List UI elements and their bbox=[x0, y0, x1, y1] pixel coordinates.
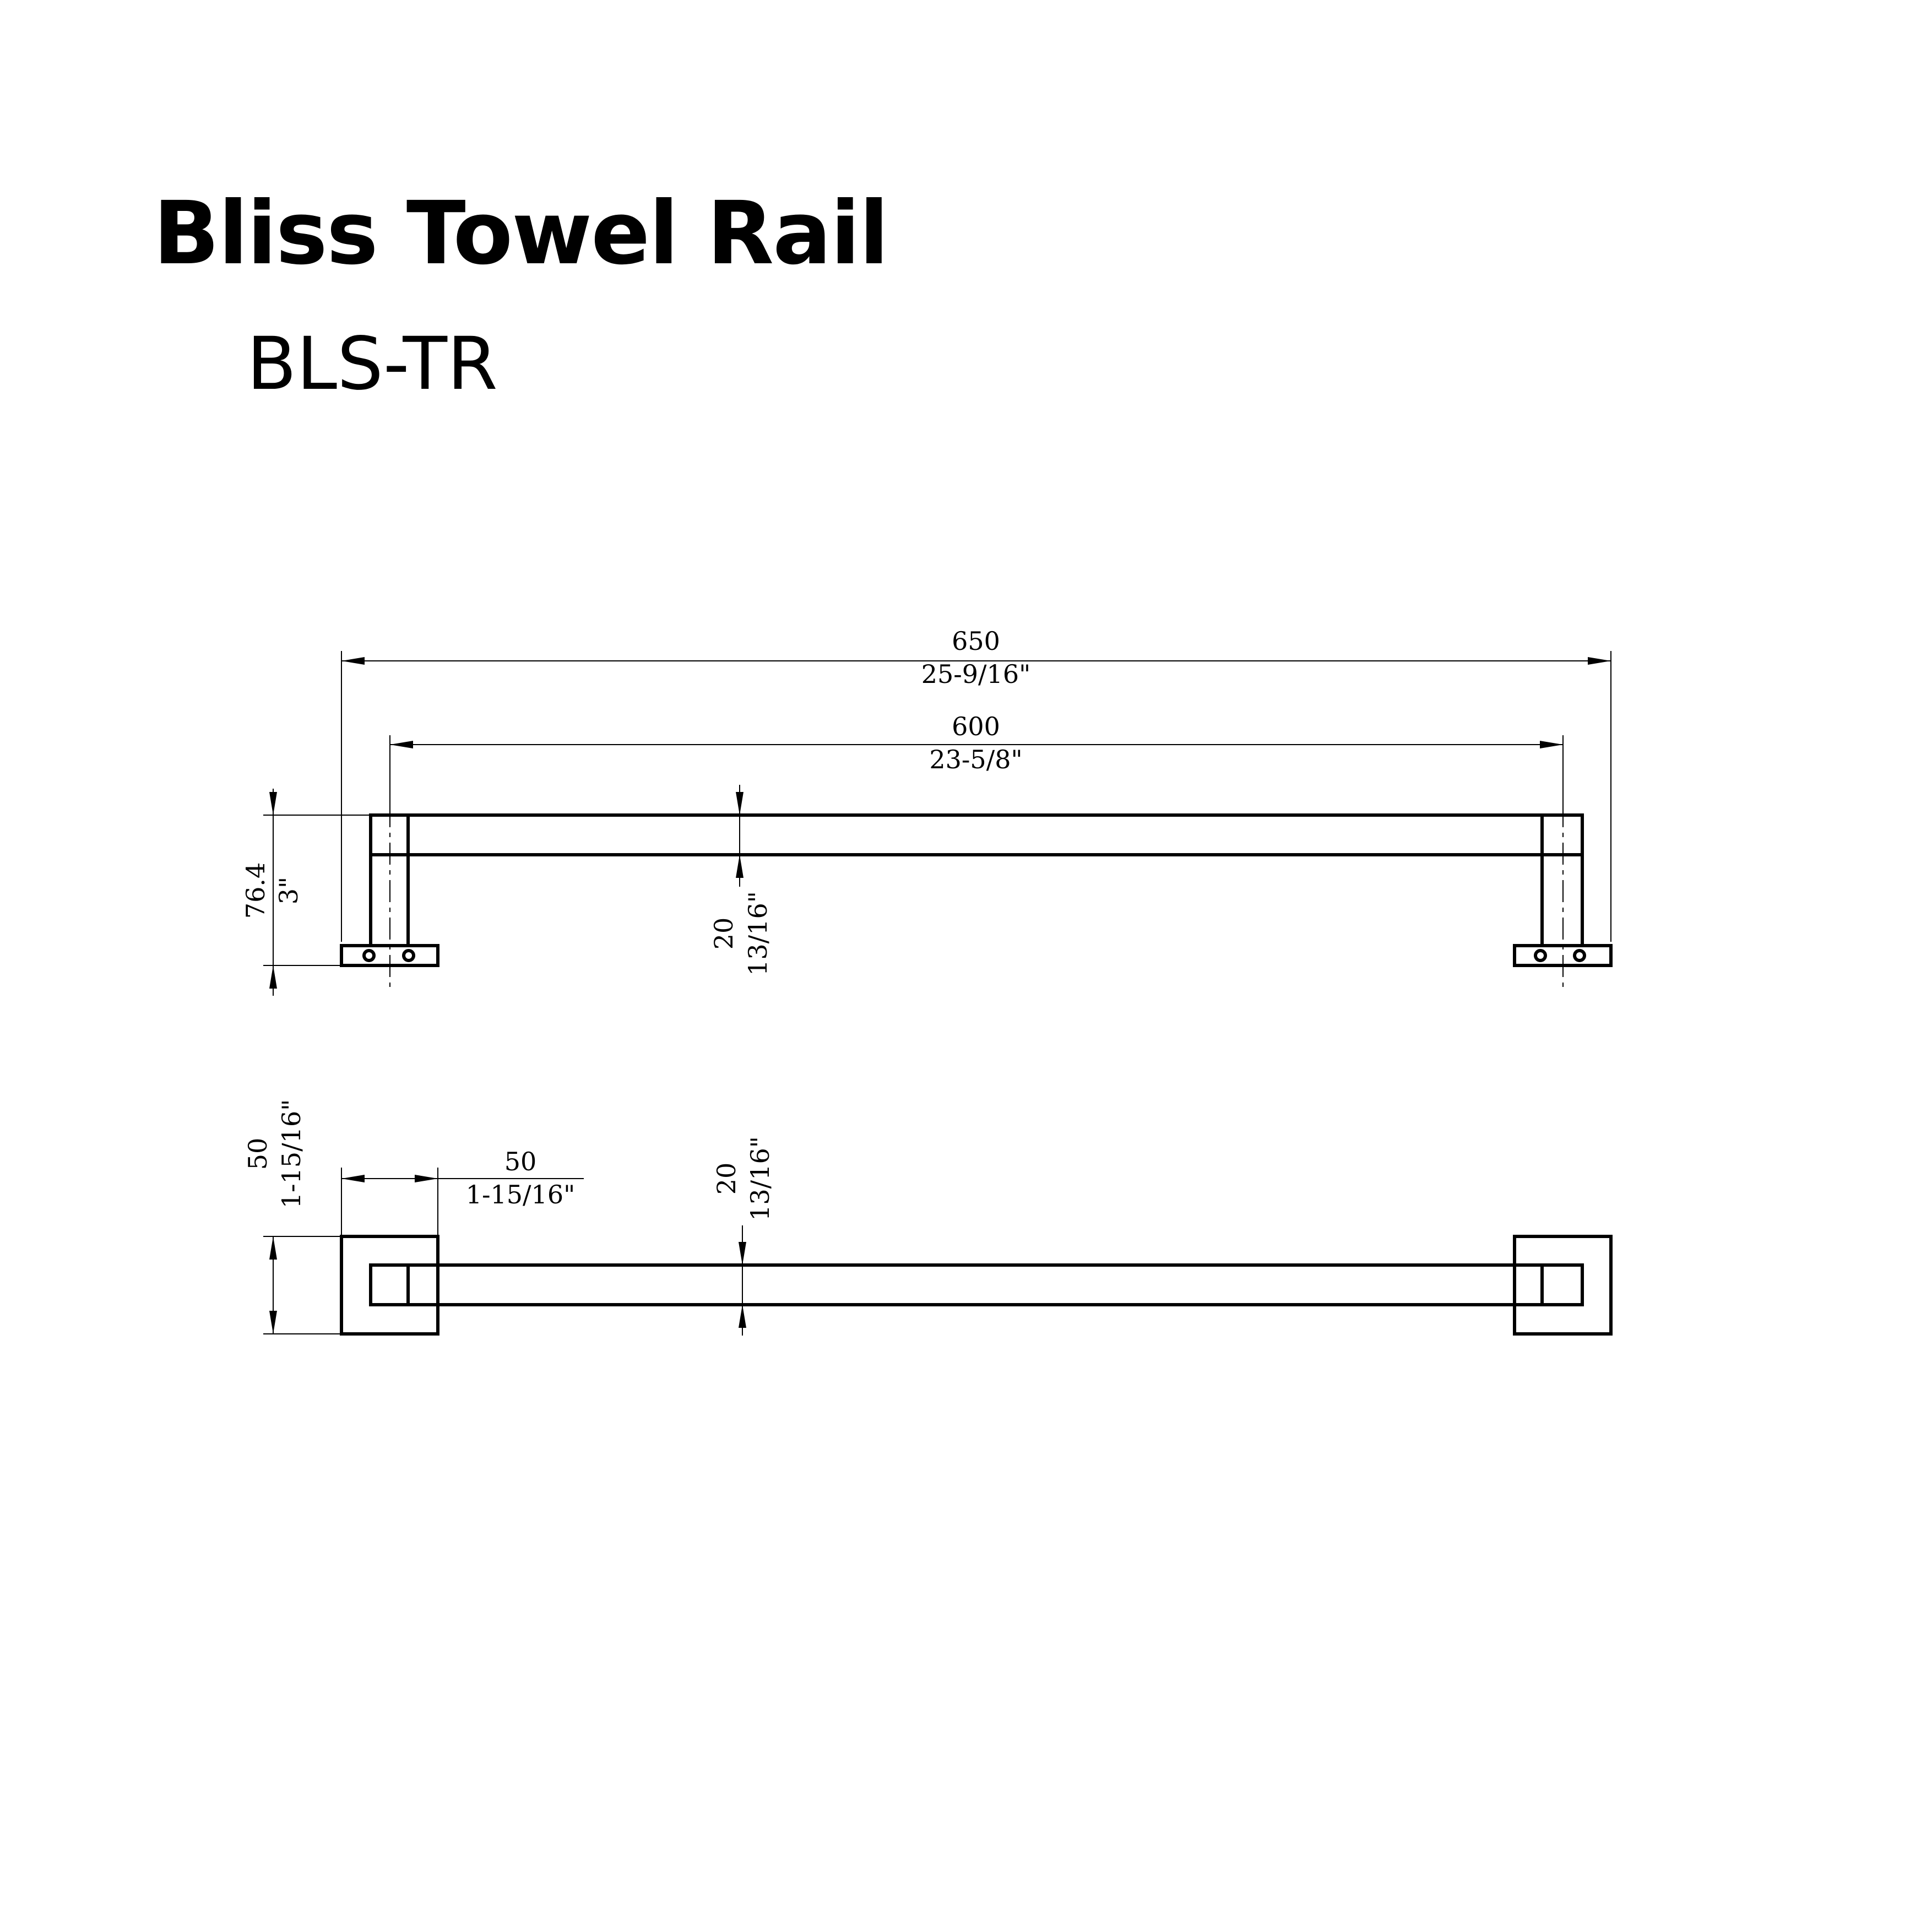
dim-projection: 76.4 3" bbox=[241, 789, 371, 996]
top-right-bracket bbox=[1513, 1235, 1613, 1336]
top-view bbox=[340, 1235, 1613, 1336]
top-left-bracket bbox=[340, 1235, 439, 1336]
dim-overall-width-mm: 650 bbox=[952, 626, 1000, 656]
dim-bracket-height-mm: 50 bbox=[243, 1138, 273, 1170]
top-bar bbox=[369, 1263, 1584, 1306]
front-left-screw-b bbox=[402, 949, 415, 962]
dim-front-bar-mm: 20 bbox=[709, 918, 739, 950]
dim-overall-width-in: 25-9/16" bbox=[921, 659, 1031, 689]
dim-bracket-height: 50 1-15/16" bbox=[243, 1099, 341, 1334]
front-bar bbox=[369, 813, 1584, 856]
dim-overall-width: 650 25-9/16" bbox=[341, 626, 1611, 942]
dim-projection-in: 3" bbox=[274, 877, 303, 904]
dim-front-bar-in: 13/16" bbox=[743, 891, 773, 976]
dim-front-bar: 20 13/16" bbox=[709, 785, 773, 976]
dim-bracket-height-in: 1-15/16" bbox=[276, 1099, 306, 1209]
model-code: BLS-TR bbox=[247, 322, 498, 406]
dim-centers-mm: 600 bbox=[952, 712, 1000, 741]
front-view bbox=[340, 805, 1613, 991]
dim-centers-in: 23-5/8" bbox=[929, 745, 1022, 774]
front-right-post bbox=[1540, 813, 1584, 947]
dim-bracket-width-in: 1-15/16" bbox=[466, 1180, 576, 1209]
dim-bracket-width: 50 1-15/16" bbox=[341, 1147, 584, 1236]
dim-centers: 600 23-5/8" bbox=[389, 712, 1564, 805]
dim-top-bar: 20 13/16" bbox=[712, 1136, 775, 1336]
product-title: Bliss Towel Rail bbox=[153, 183, 889, 284]
dim-projection-mm: 76.4 bbox=[241, 862, 270, 919]
front-right-screw-b bbox=[1573, 949, 1586, 962]
front-right-screw-a bbox=[1534, 949, 1547, 962]
dim-top-bar-in: 13/16" bbox=[745, 1136, 775, 1221]
dim-bracket-width-mm: 50 bbox=[504, 1147, 537, 1176]
front-left-screw-a bbox=[362, 949, 376, 962]
dim-top-bar-mm: 20 bbox=[712, 1163, 741, 1195]
